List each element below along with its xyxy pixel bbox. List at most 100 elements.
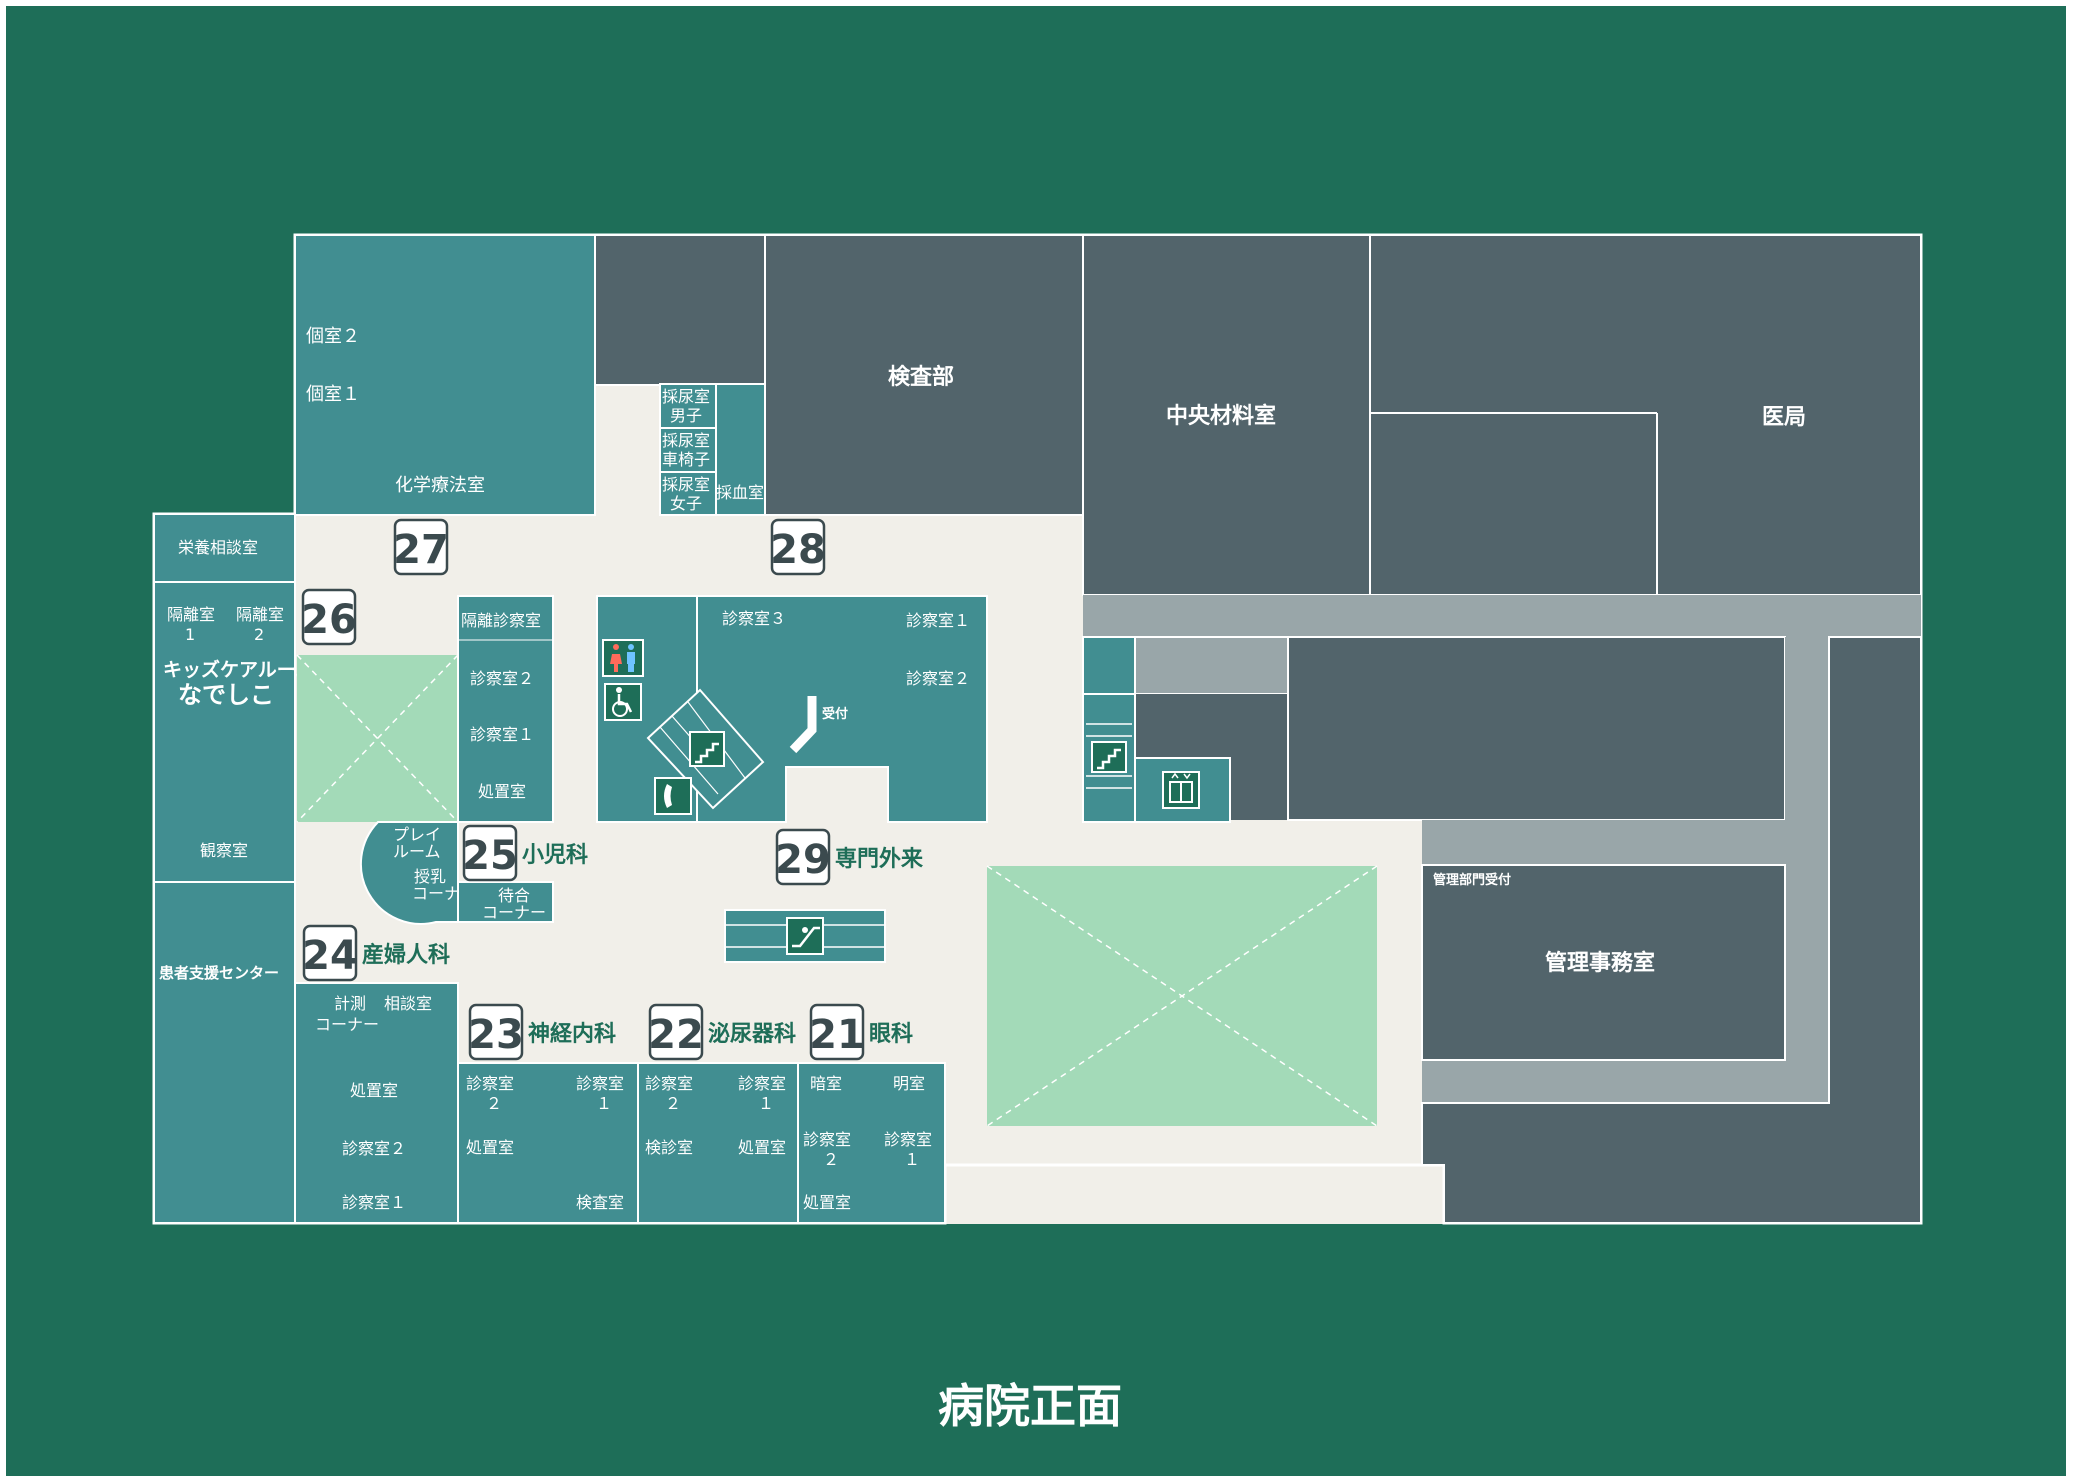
room-label: 診察室２ — [342, 1139, 406, 1158]
reception-counter — [789, 696, 817, 754]
elevator-hall — [1082, 636, 1136, 695]
room-label: 隔離室 — [236, 605, 284, 624]
department-name: 小児科 — [522, 843, 588, 868]
department-number: 26 — [301, 597, 357, 643]
department-name: 眼科 — [869, 1022, 913, 1047]
room-label: ２ — [823, 1150, 839, 1169]
room-label: 計測 — [334, 994, 366, 1013]
room-label: 診察室３ — [722, 609, 786, 628]
atrium-void-center — [986, 865, 1378, 1127]
room-label: 中央材料室 — [1166, 403, 1276, 429]
department-name: 泌尿器科 — [708, 1021, 796, 1047]
room-label: 採尿室 — [662, 431, 710, 450]
department-badge — [770, 518, 826, 576]
room-label: 暗室 — [810, 1074, 842, 1093]
room-label: 観察室 — [200, 841, 248, 860]
room-label: 処置室 — [350, 1081, 398, 1100]
room-label: 検査室 — [576, 1193, 624, 1212]
stairs-icon — [689, 731, 725, 767]
department-badge — [648, 1003, 704, 1061]
department-number: 27 — [393, 527, 449, 573]
neurology-rooms — [457, 1062, 639, 1224]
room-label: 1 — [185, 625, 195, 644]
room-label: 管理事務室 — [1545, 950, 1655, 976]
room-label: 診察室 — [466, 1074, 514, 1093]
room-label: 処置室 — [478, 782, 526, 801]
room-label: 診察室１ — [470, 725, 534, 744]
blood-sampling-room — [715, 383, 766, 516]
restroom-icon — [602, 639, 644, 677]
room-label: 診察室 — [803, 1130, 851, 1149]
room-label: 2 — [254, 625, 264, 644]
service-room — [594, 234, 766, 386]
kids-care-room — [153, 581, 296, 883]
room-label: ２ — [486, 1094, 502, 1113]
waiting-corner — [457, 881, 554, 923]
room-label: 男子 — [670, 406, 702, 425]
department-name: 専門外来 — [835, 846, 924, 872]
room-label: 診察室 — [645, 1074, 693, 1093]
elevator-icon — [1162, 771, 1200, 809]
room-label: 診察室 — [576, 1074, 624, 1093]
room-label: 診察室２ — [470, 669, 534, 688]
escalator-icon — [786, 917, 824, 955]
room-label: 診察室１ — [906, 611, 970, 630]
department-badge — [301, 588, 357, 646]
laboratory-room — [764, 234, 1084, 516]
storage-room — [1287, 636, 1786, 821]
specialty-outpatient-rooms — [696, 595, 988, 823]
room-label: ルーム — [393, 842, 441, 861]
play-room — [359, 821, 459, 925]
room-label: 女子 — [670, 494, 702, 513]
ophthalmology-rooms — [797, 1062, 946, 1224]
room-label: 受付 — [822, 706, 848, 722]
room-label: 医局 — [1762, 405, 1806, 430]
room-label: 待合 — [498, 886, 530, 905]
patient-support-center — [153, 881, 296, 1224]
department-number: 25 — [462, 833, 518, 879]
room-label: 診察室１ — [342, 1193, 406, 1212]
department-badge — [809, 1003, 865, 1061]
room-label: 個室１ — [306, 384, 360, 405]
medical-office — [1369, 234, 1922, 596]
room-label: 患者支援センター — [159, 964, 279, 982]
chemotherapy-room — [294, 234, 596, 516]
department-badge — [468, 1003, 524, 1061]
department-number: 24 — [302, 933, 358, 979]
atrium-void-left — [296, 654, 459, 823]
room-label: 診察室 — [884, 1130, 932, 1149]
room-label: 検査部 — [888, 364, 954, 390]
room-label: プレイ — [393, 825, 441, 844]
department-name: 神経内科 — [528, 1021, 616, 1047]
room-label: 採尿室 — [662, 387, 710, 406]
room-label: 栄養相談室 — [178, 538, 258, 557]
nutrition-consultation-room — [153, 513, 296, 583]
room-label: 診察室２ — [906, 669, 970, 688]
room-label: コーナー — [315, 1015, 379, 1034]
room-label: １ — [596, 1094, 612, 1113]
urology-rooms — [637, 1062, 799, 1224]
department-badge — [462, 824, 518, 882]
room-label: 車椅子 — [662, 450, 710, 469]
room-label: なでしこ — [178, 681, 274, 709]
room-label: 診察室 — [738, 1074, 786, 1093]
room-label: １ — [758, 1094, 774, 1113]
department-name: 産婦人科 — [362, 942, 450, 968]
room-label: 明室 — [893, 1074, 925, 1093]
room-label: 処置室 — [466, 1138, 514, 1157]
pediatrics-rooms — [457, 595, 554, 823]
room-label: 管理部門受付 — [1433, 872, 1511, 888]
room-label: 隔離診察室 — [461, 611, 541, 630]
department-number: 21 — [809, 1012, 865, 1058]
department-number: 28 — [770, 527, 826, 573]
room-label: ２ — [665, 1094, 681, 1113]
room-label: １ — [904, 1150, 920, 1169]
room-label: 採血室 — [716, 483, 764, 502]
department-badge — [393, 518, 449, 576]
service-corridor — [1083, 595, 1921, 637]
room-label: 処置室 — [738, 1138, 786, 1157]
room-label: 検診室 — [645, 1138, 693, 1157]
